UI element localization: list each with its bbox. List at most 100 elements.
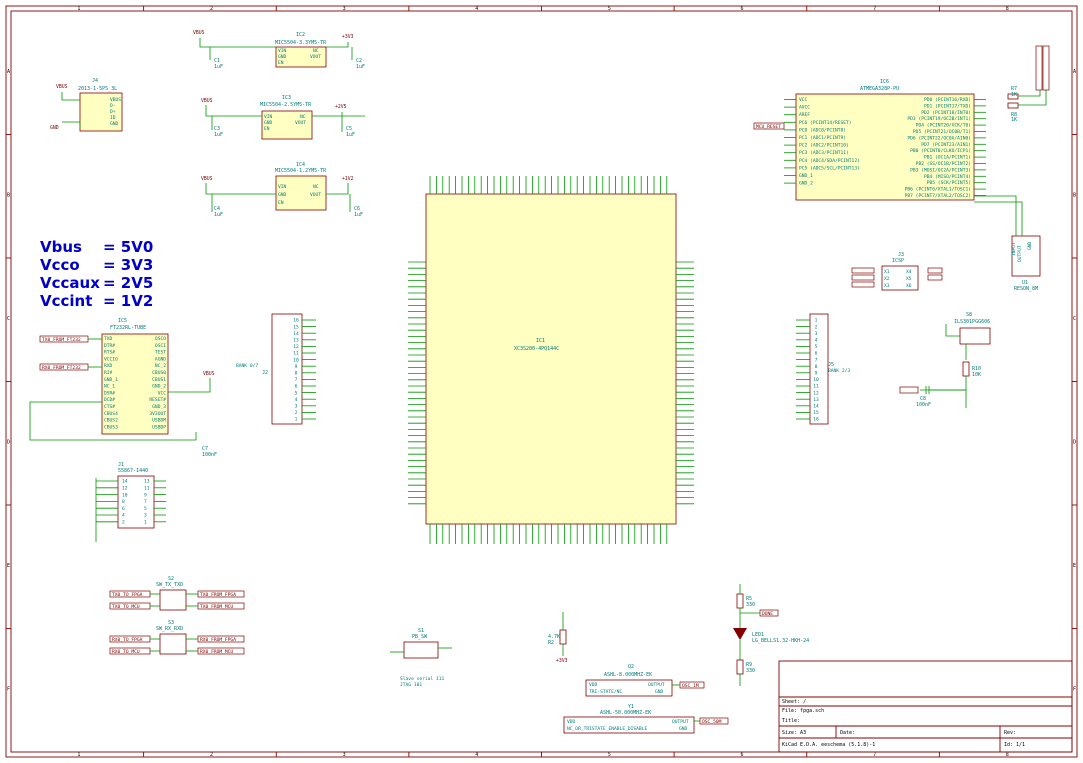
led-done-text: DONE [762, 611, 773, 617]
led-symbol [733, 628, 747, 640]
y1-pin-3: GND [679, 726, 688, 732]
reg0-body [275, 46, 327, 68]
reg2-pin-3: NC [313, 184, 319, 190]
mcu-right-pin-5: PD5 (PCINT21/OC0B/T1) [913, 129, 971, 135]
r8-ref: R8 [1011, 112, 1017, 118]
fpga-part: XC3S200-4PQ144C [514, 346, 559, 352]
ftdi-ic5: IC5 FT232RL-TUBE TXDDTR#RTS#VCCIORXDRI#G… [29, 318, 217, 458]
row-label-right-3: D [1073, 439, 1076, 445]
oscillator-y1: Y1 ASHL-50.000MHZ-EK VDD NC_OR_TRISTATE_… [563, 704, 729, 734]
row-label-1: B [7, 192, 10, 198]
reg0-in: VBUS [193, 30, 205, 36]
j5-pins-num-13: 14 [813, 404, 819, 410]
col-label-bottom-7: 8 [1006, 752, 1009, 758]
isp-j3: J3 ICSP X1 X2 X3 X4 X5 X6 [851, 252, 943, 291]
tb-kicad: KiCad E.D.A. eeschema (5.1.8)-1 [782, 742, 875, 748]
reg0-cout: C2 [356, 58, 362, 64]
y1-ref: Y1 [628, 704, 634, 710]
reg1-ref: IC3 [282, 95, 291, 101]
j1-part: 55867-1440 [118, 468, 148, 474]
reg0-pin-1: GND [278, 54, 287, 60]
usb-pin-1: D- [110, 103, 116, 109]
ftdi-left-pin-12: CBUS2 [104, 418, 118, 424]
s3-part: SW_RX_RXD [156, 626, 183, 632]
y1-part: ASHL-50.000MHZ-EK [600, 710, 651, 716]
mcu-left-pin-0: VCC [799, 97, 808, 103]
mcu-left-pin-7: PC3 (ADC3/PCINT11) [799, 150, 849, 156]
col-label-2: 3 [343, 6, 346, 12]
usb-vbus-label: VBUS [56, 84, 68, 90]
reg2-in: VBUS [201, 176, 213, 182]
j5-pins-num-14: 15 [813, 410, 819, 416]
col-label-3: 4 [475, 6, 478, 12]
s1-note1: Slave serial 111 [400, 676, 444, 682]
s3-l0-text: RX0_TO_FPGA [112, 637, 143, 643]
ftdi-right-pin-0: OSCO [155, 336, 166, 342]
reg2-part: MIC5504-1.2YM5-TR [275, 168, 327, 174]
j1-left-num-1: 12 [122, 486, 128, 492]
row-label-right-4: E [1073, 563, 1076, 569]
reg2-cout-val: 1uF [354, 212, 363, 218]
regulator-ic4: IC4 MIC5504-1.2YM5-TR VBUS +1V2 C4 1uF C… [201, 162, 363, 218]
usb-pin-0: VBUS [110, 97, 121, 103]
mcu-right-pin-6: PD6 (PCINT22/OC0A/AIN0) [907, 135, 971, 141]
mcu-right-pin-10: PB2 (SS/OC1B/PCINT2) [916, 161, 971, 167]
q2-pin-0: VDD [589, 682, 598, 688]
mcu-reset-text: MCU_RESET [756, 124, 781, 130]
j5-pins-num-7: 8 [815, 364, 818, 370]
mcu-left-pin-11: GND_2 [799, 181, 813, 187]
reg1-pin-3: NC [300, 114, 306, 120]
mcu-right-pin-12: PB4 (MISO/PCINT4) [924, 174, 971, 180]
mcu-right-pin-7: PD7 (PCINT23/AIN1) [921, 142, 971, 148]
usb-gnd-label: GND [50, 125, 59, 131]
usb-part: 2013-1-5PS_3L [78, 86, 117, 92]
reg0-ref: IC2 [296, 32, 305, 38]
j2-pins-num-10: 6 [295, 384, 298, 390]
mcu-left-pin-10: GND_1 [799, 173, 813, 179]
reg1-pin-1: GND [264, 120, 273, 126]
y1-label-text: OSC_50M [702, 719, 722, 725]
j2-pins-num-8: 8 [295, 371, 298, 377]
j1-left-num-5: 4 [122, 513, 125, 519]
mcu-right-pin-3: PD3 (PCINT19/OC2B/INT1) [907, 116, 971, 122]
regulator-ic3: IC3 MIC5504-2.5YM5-TR VBUS +2V5 C3 1uF C… [201, 95, 365, 140]
r5-val: 330 [746, 602, 755, 608]
reg2-pin-0: VIN [278, 184, 287, 190]
reg0-cin-val: 1uF [214, 64, 223, 70]
usb-pin-3: ID [110, 115, 116, 121]
tb-file: File: fpga.sch [782, 708, 824, 714]
ftdi-cap-val: 100nF [202, 452, 217, 458]
ftdi-ref: IC5 [118, 318, 127, 324]
usb-body [79, 92, 123, 132]
reg0-pin-0: VIN [278, 48, 287, 54]
q2-label-text: OSC_1M [682, 683, 699, 689]
ftdi-left-pin-4: RXD [104, 363, 113, 369]
q2-pin-2: OUTPUT [648, 682, 665, 688]
note-value-2: = 2V5 [103, 274, 153, 292]
s3-l1-text: RX0_TO_MCU [112, 649, 140, 655]
j2-pins-num-3: 13 [293, 338, 299, 344]
col-label-6: 7 [873, 6, 876, 12]
r7-ref: R7 [1011, 86, 1017, 92]
j5-pins-num-6: 7 [815, 357, 818, 363]
mcu-right-pin-8: PB0 (PCINT0/CLKO/ICP1) [910, 148, 971, 154]
ftdi-left-pin-9: DCD# [104, 397, 115, 403]
mcu-right-pin-9: PB1 (OC1A/PCINT1) [924, 155, 971, 161]
r8-body [1007, 102, 1019, 109]
j1-left-num-2: 10 [122, 492, 128, 498]
reg1-cout-val: 1uF [346, 132, 355, 138]
r5-body [736, 593, 744, 609]
reg1-body [261, 110, 313, 140]
ftdi-right-pin-12: USBDM [152, 418, 166, 424]
reg0-pin-4: VOUT [310, 54, 321, 60]
s2-l0-text: TX0_TO_FPGA [112, 592, 143, 598]
reg2-body [275, 175, 327, 211]
q2-part: ASHL-8.000MHZ-EK [604, 672, 652, 678]
r9-body [736, 659, 744, 675]
fpga-pin-stubs [408, 176, 694, 544]
usb-pin-2: D+ [110, 109, 116, 115]
